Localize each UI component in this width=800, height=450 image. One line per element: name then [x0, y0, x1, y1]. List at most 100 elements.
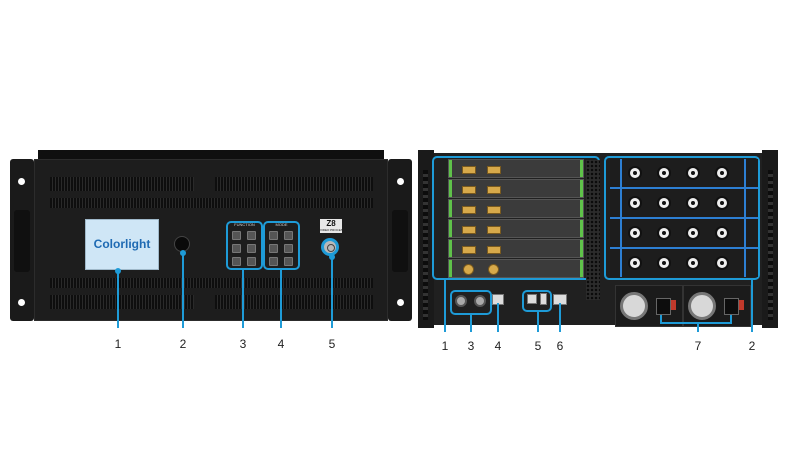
callout-bracket-7 — [660, 322, 732, 324]
hdmi-port[interactable] — [487, 186, 501, 194]
function-button[interactable] — [247, 257, 256, 266]
mode-button-group — [263, 221, 300, 270]
ethernet-output-port[interactable] — [715, 256, 729, 270]
sdi-port[interactable] — [488, 264, 499, 275]
hdmi-port[interactable] — [487, 166, 501, 174]
mode-button[interactable] — [284, 244, 293, 253]
callout-line-front-1 — [117, 270, 119, 328]
callout-number-front-5: 5 — [328, 337, 336, 351]
power-inlet[interactable] — [724, 298, 739, 315]
fan-icon — [688, 292, 716, 320]
function-button[interactable] — [232, 231, 241, 240]
ethernet-output-port[interactable] — [628, 166, 642, 180]
function-label: FUNCTION — [234, 222, 255, 227]
callout-line-back-6 — [559, 303, 561, 332]
callout-number-back-4: 4 — [494, 339, 502, 353]
bnc-port[interactable] — [474, 295, 486, 307]
function-button[interactable] — [247, 244, 256, 253]
function-button[interactable] — [247, 231, 256, 240]
top-vent-left — [50, 177, 194, 191]
left-handle — [14, 210, 30, 272]
callout-line-front-5 — [331, 256, 333, 328]
power-switch-icon[interactable] — [739, 300, 744, 310]
callout-number-back-5: 5 — [534, 339, 542, 353]
ethernet-output-port[interactable] — [715, 166, 729, 180]
hdmi-port[interactable] — [462, 226, 476, 234]
ethernet-output-port[interactable] — [657, 196, 671, 210]
right-ear-hole-top — [397, 178, 404, 185]
ethernet-output-port[interactable] — [628, 196, 642, 210]
model-badge-subtext: VIDEO PROCESSOR — [320, 228, 342, 232]
callout-line-back-2 — [751, 280, 753, 332]
mode-button[interactable] — [269, 257, 278, 266]
hdmi-port[interactable] — [487, 226, 501, 234]
left-ear-hole-bottom — [18, 299, 25, 306]
card-edge — [744, 159, 746, 277]
power-inlet[interactable] — [656, 298, 671, 315]
callout-dot — [115, 268, 121, 274]
mode-button[interactable] — [269, 231, 278, 240]
hdmi-port[interactable] — [462, 246, 476, 254]
left-ear-hole-top — [18, 178, 25, 185]
usb-b-port[interactable] — [527, 294, 537, 304]
callout-number-back-7: 7 — [694, 339, 702, 353]
top-vent-right — [215, 177, 373, 191]
callout-number-front-2: 2 — [179, 337, 187, 351]
callout-line-front-2 — [182, 252, 184, 328]
card-edge — [620, 159, 622, 277]
hdmi-port[interactable] — [462, 206, 476, 214]
mode-button[interactable] — [284, 257, 293, 266]
ethernet-output-port[interactable] — [715, 196, 729, 210]
input-card — [448, 219, 584, 238]
hdmi-port[interactable] — [462, 166, 476, 174]
ethernet-output-port[interactable] — [657, 256, 671, 270]
input-card — [448, 239, 584, 258]
usb-a-port[interactable] — [540, 293, 547, 305]
lower-vent — [50, 278, 373, 288]
sdi-port[interactable] — [463, 264, 474, 275]
bottom-vent-left — [50, 295, 194, 309]
callout-number-back-1: 1 — [441, 339, 449, 353]
mode-button[interactable] — [284, 231, 293, 240]
callout-number-front-1: 1 — [114, 337, 122, 351]
callout-line-back-7 — [697, 323, 699, 332]
callout-number-back-2: 2 — [748, 339, 756, 353]
callout-number-back-6: 6 — [556, 339, 564, 353]
mode-label: MODE — [275, 222, 288, 227]
card-divider — [610, 217, 758, 219]
function-button[interactable] — [232, 244, 241, 253]
ethernet-output-port[interactable] — [715, 226, 729, 240]
input-card — [448, 159, 584, 178]
ethernet-output-port[interactable] — [686, 256, 700, 270]
input-card — [448, 199, 584, 218]
card-divider — [610, 187, 758, 189]
model-badge: Z8 VIDEO PROCESSOR — [320, 219, 342, 233]
center-vent — [586, 160, 600, 300]
input-card — [448, 259, 584, 278]
callout-line-back-1 — [444, 280, 446, 332]
ethernet-output-port[interactable] — [628, 256, 642, 270]
input-card — [448, 179, 584, 198]
hdmi-port[interactable] — [487, 246, 501, 254]
card-divider — [610, 247, 758, 249]
bottom-vent-right — [215, 295, 373, 309]
ethernet-output-port[interactable] — [686, 226, 700, 240]
bnc-port[interactable] — [455, 295, 467, 307]
callout-line-back-5 — [537, 312, 539, 332]
hdmi-port[interactable] — [487, 206, 501, 214]
ethernet-output-port[interactable] — [628, 226, 642, 240]
ethernet-output-port[interactable] — [686, 196, 700, 210]
callout-dot — [180, 250, 186, 256]
lcd-screen: Colorlight — [85, 219, 159, 270]
callout-bracket-7-right — [730, 315, 732, 324]
function-button[interactable] — [232, 257, 241, 266]
ethernet-output-port[interactable] — [657, 166, 671, 180]
hdmi-port[interactable] — [462, 186, 476, 194]
power-button[interactable] — [321, 238, 339, 256]
power-switch-icon[interactable] — [671, 300, 676, 310]
rear-ear-slot — [768, 170, 773, 320]
ethernet-output-port[interactable] — [686, 166, 700, 180]
mode-button[interactable] — [269, 244, 278, 253]
callout-number-front-3: 3 — [239, 337, 247, 351]
ethernet-output-port[interactable] — [657, 226, 671, 240]
